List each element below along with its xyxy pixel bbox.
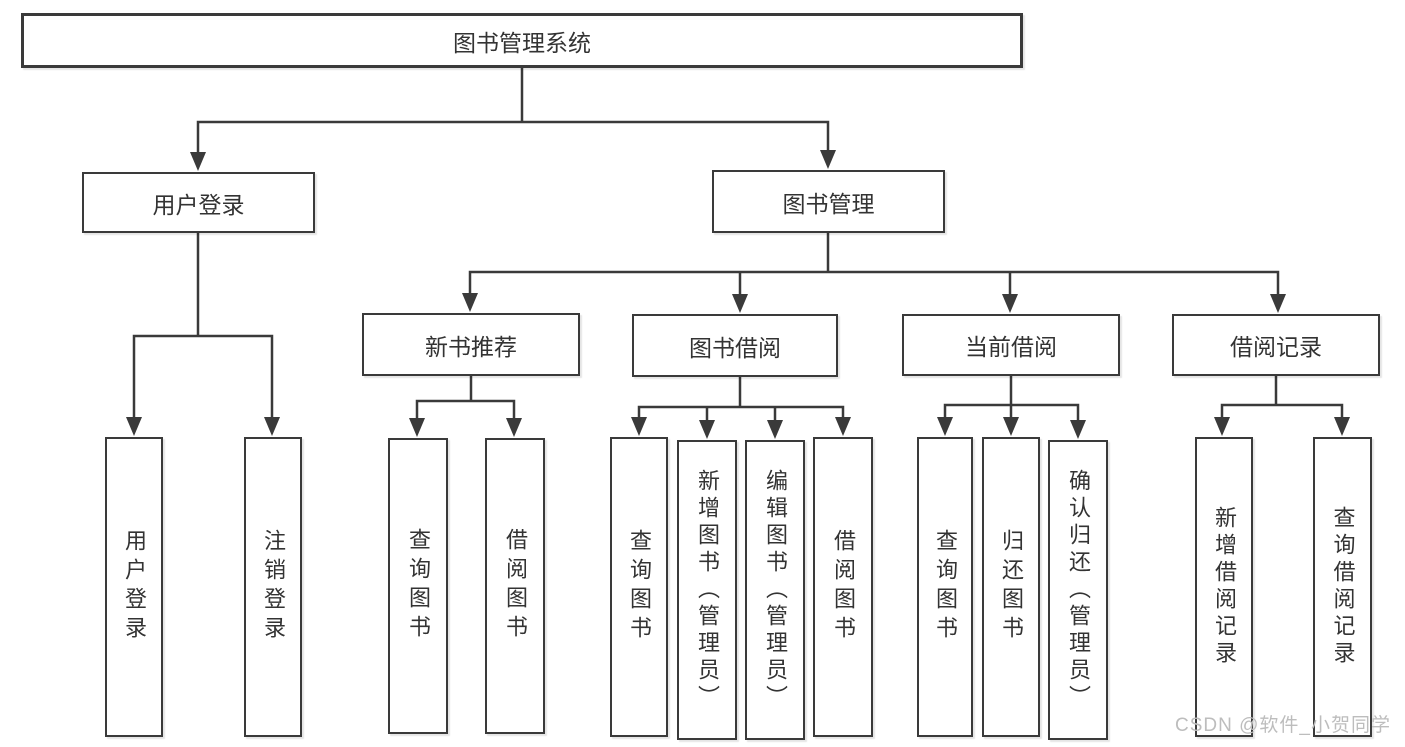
arrowhead xyxy=(767,420,783,439)
node-borrowing-records: 借阅记录 xyxy=(1172,314,1380,376)
leaf-edit-books-admin: 编辑图书（管理员） xyxy=(745,440,805,740)
arrowhead xyxy=(1214,417,1230,436)
node-user-login: 用户登录 xyxy=(82,172,315,233)
arrowhead xyxy=(264,417,280,436)
arrowhead xyxy=(631,417,647,436)
arrowhead xyxy=(1003,417,1019,436)
arrowhead xyxy=(1270,294,1286,313)
node-current-borrowing: 当前借阅 xyxy=(902,314,1120,376)
leaf-add-books-admin: 新增图书（管理员） xyxy=(677,440,737,740)
arrowhead xyxy=(732,294,748,313)
arrowhead xyxy=(1070,420,1086,439)
node-book-borrowing: 图书借阅 xyxy=(632,314,838,377)
node-new-book-recommendation: 新书推荐 xyxy=(362,313,580,376)
arrowhead xyxy=(506,418,522,437)
arrowhead xyxy=(190,152,206,171)
arrowhead xyxy=(1334,417,1350,436)
node-library-management-system: 图书管理系统 xyxy=(21,13,1023,68)
arrowhead xyxy=(820,150,836,169)
arrowhead xyxy=(462,293,478,312)
leaf-query-books-borrowing: 查询图书 xyxy=(610,437,668,737)
csdn-watermark: CSDN @软件_小贺同学 xyxy=(1175,715,1391,736)
arrowhead xyxy=(126,417,142,436)
leaf-add-borrow-record: 新增借阅记录 xyxy=(1195,437,1253,737)
leaf-return-books: 归还图书 xyxy=(982,437,1040,737)
arrowhead xyxy=(937,417,953,436)
leaf-confirm-return-admin: 确认归还（管理员） xyxy=(1048,440,1108,740)
leaf-logout: 注销登录 xyxy=(244,437,302,737)
arrowhead xyxy=(1002,294,1018,313)
leaf-user-login: 用户登录 xyxy=(105,437,163,737)
arrowhead xyxy=(835,417,851,436)
leaf-query-books-recommend: 查询图书 xyxy=(388,438,448,734)
arrowhead xyxy=(699,420,715,439)
leaf-query-borrow-record: 查询借阅记录 xyxy=(1313,437,1372,737)
leaf-query-books-current: 查询图书 xyxy=(917,437,973,737)
leaf-borrow-books-borrowing: 借阅图书 xyxy=(813,437,873,737)
leaf-borrow-books-recommend: 借阅图书 xyxy=(485,438,545,734)
arrowhead xyxy=(409,418,425,437)
node-book-management: 图书管理 xyxy=(712,170,945,233)
